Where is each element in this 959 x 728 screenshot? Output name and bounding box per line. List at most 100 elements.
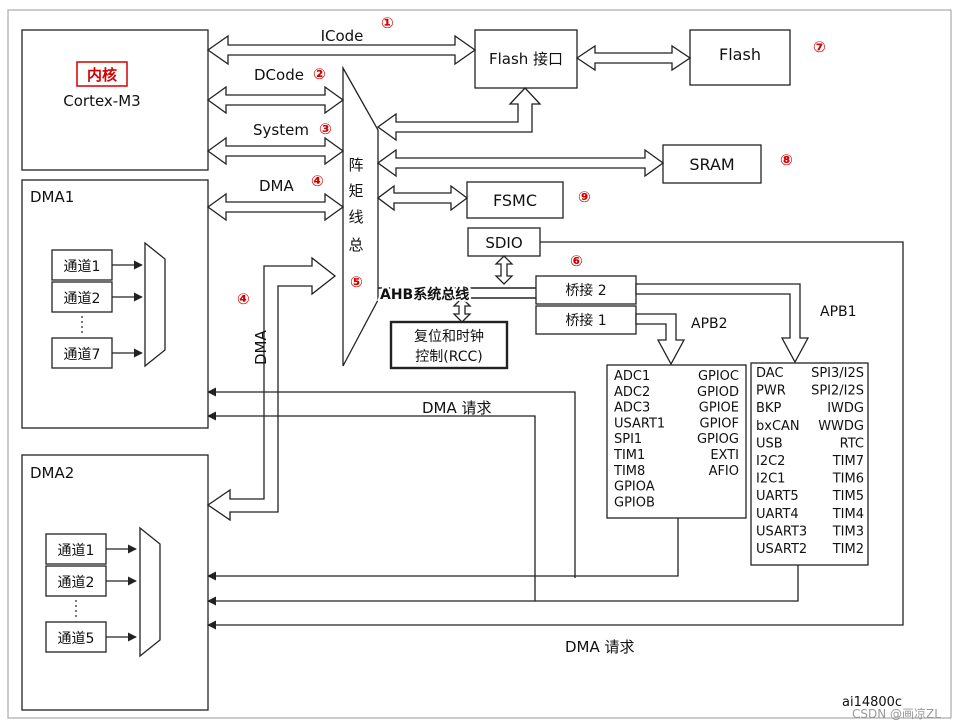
dma2-mux (139, 526, 161, 658)
apb1-peripheral-left-7: I2C1 (756, 472, 785, 487)
icode-label: ICode (321, 27, 364, 45)
apb1-peripheral-left-3: BKP (756, 401, 781, 416)
sram-label: SRAM (689, 155, 734, 174)
bridge2-block: 桥接 2 (535, 275, 637, 305)
apb2-peripheral-left-3: ADC3 (614, 401, 650, 416)
apb2-peripheral-right-2: GPIOD (697, 385, 739, 400)
sdio-block: SDIO (467, 227, 541, 257)
fsmc-label: FSMC (493, 191, 537, 210)
apb2-peripheral-left-1: ADC1 (614, 369, 650, 384)
apb1-peripheral-right-7: TIM6 (832, 472, 864, 487)
dma1-bus-arrow (206, 192, 345, 222)
bus-matrix-char-4: 阵 (348, 156, 363, 174)
fsmc-block: FSMC (466, 181, 564, 219)
apb1-peripheral-right-10: TIM3 (832, 524, 864, 539)
apb2-peripheral-left-8: GPIOA (614, 480, 655, 495)
apb2-peripheral-right-4: GPIOF (700, 416, 739, 431)
bus-matrix-char-2: 线 (348, 208, 363, 226)
matrix-sram-arrow (376, 148, 665, 178)
marker-4-top: ④ (311, 172, 324, 190)
system-bus-arrow (206, 136, 345, 166)
core-tag-label: 内核 (87, 66, 117, 84)
dma1-channel-2: 通道2 (64, 291, 101, 307)
apb1-peripheral-left-10: USART3 (756, 524, 807, 539)
apb1-peripheral-right-4: WWDG (818, 419, 864, 434)
marker-1: ① (381, 14, 394, 32)
apb1-peripheral-right-9: TIM4 (832, 507, 864, 522)
sram-block: SRAM (662, 144, 762, 184)
core-name-label: Cortex-M3 (63, 92, 140, 110)
apb1-peripheral-left-6: I2C2 (756, 454, 785, 469)
marker-7: ⑦ (813, 38, 826, 56)
core-tag-box (76, 61, 128, 87)
apb1-peripheral-left-5: USB (756, 436, 783, 451)
flash-link-arrow (575, 44, 692, 72)
outer-frame (7, 9, 952, 719)
apb1-peripheral-left-1: DAC (756, 366, 784, 381)
apb2-peripheral-left-5: SPI1 (614, 432, 642, 447)
figure-reference-id: ai14800c (842, 695, 902, 710)
sdio-label: SDIO (485, 234, 522, 252)
dma2-channel-1: 通道1 (58, 543, 95, 559)
dcode-bus-arrow (206, 85, 345, 115)
apb2-label: APB2 (691, 316, 728, 332)
apb1-peripheral-left-11: USART2 (756, 542, 807, 557)
marker-2: ② (313, 65, 326, 83)
apb1-peripherals-left: DAC PWR BKP bxCAN USB I2C2I2C1UART5UART4USART… (756, 366, 807, 557)
apb1-peripherals-block: DAC PWR BKP bxCAN USB I2C2I2C1UART5UART4USART… (750, 362, 869, 566)
apb1-peripheral-right-1: SPI3/I2S (811, 366, 864, 381)
dma-bus-label: DMA (259, 177, 294, 195)
apb1-peripheral-left-8: UART5 (756, 489, 799, 504)
dma1-block: DMA1 通道1 通道2 通道7 (21, 179, 209, 429)
flash-block: Flash (689, 29, 791, 86)
apb1-peripheral-right-11: TIM2 (832, 542, 864, 557)
apb1-arrow (635, 283, 810, 364)
apb2-peripheral-left-4: USART1 (614, 416, 665, 431)
apb2-arrow (635, 313, 686, 366)
rcc-block: 复位和时钟 控制(RCC) (389, 320, 509, 370)
matrix-to-flash-interface-arrow (376, 87, 542, 142)
marker-4-bottom: ④ (237, 290, 250, 308)
marker-6: ⑥ (570, 252, 583, 270)
cortex-m3-core-block: 内核 Cortex-M3 (21, 29, 209, 171)
dma-request-lines (207, 241, 904, 630)
bridge1-label: 桥接 1 (565, 312, 606, 329)
dma1-label: DMA1 (30, 188, 74, 206)
apb2-peripheral-right-3: GPIOE (699, 401, 739, 416)
ahb-bus-label: AHB系统总线 (380, 286, 469, 303)
apb1-label: APB1 (820, 304, 857, 320)
rcc-label-line1: 复位和时钟 (414, 328, 484, 345)
bus-matrix-block: 总 线 矩 阵 (342, 65, 379, 367)
marker-9: ⑨ (578, 188, 591, 206)
flash-interface-label: Flash 接口 (489, 50, 563, 68)
dma1-channel-7: 通道7 (64, 347, 101, 363)
rcc-ahb-arrow (452, 297, 472, 323)
dma1-channel-1: 通道1 (64, 259, 101, 275)
bridge1-block: 桥接 1 (535, 305, 637, 335)
apb1-peripheral-right-8: TIM5 (832, 489, 864, 504)
apb2-peripheral-right-1: GPIOC (698, 369, 739, 384)
rcc-label-line2: 控制(RCC) (415, 349, 483, 365)
apb1-peripheral-left-2: PWR (756, 384, 786, 399)
marker-3: ③ (319, 120, 332, 138)
system-label: System (253, 121, 309, 139)
apb2-peripheral-left-6: TIM1 (613, 448, 645, 463)
apb1-peripheral-left-9: UART4 (756, 507, 799, 522)
dma2-channel-5: 通道5 (58, 631, 95, 647)
dma1-mux (144, 241, 166, 368)
flash-interface-block: Flash 接口 (474, 29, 578, 89)
dma-request-label-lower: DMA 请求 (565, 638, 635, 656)
apb2-peripheral-right-6: EXTI (710, 448, 739, 463)
bridge2-label: 桥接 2 (565, 282, 606, 299)
apb1-peripheral-right-2: SPI2/I2S (811, 384, 864, 399)
bus-matrix-char-3: 矩 (348, 182, 363, 200)
matrix-fsmc-arrow (376, 184, 469, 212)
watermark: CSDN @画凉ZL (852, 706, 941, 721)
dma2-bus-arrow (206, 256, 337, 522)
apb2-peripheral-right-5: GPIOG (697, 432, 739, 447)
dma2-block: DMA2 通道1 通道2 通道5 (21, 454, 209, 711)
apb1-peripheral-left-4: bxCAN (756, 419, 800, 434)
apb2-peripheral-left-9: GPIOB (614, 495, 655, 510)
